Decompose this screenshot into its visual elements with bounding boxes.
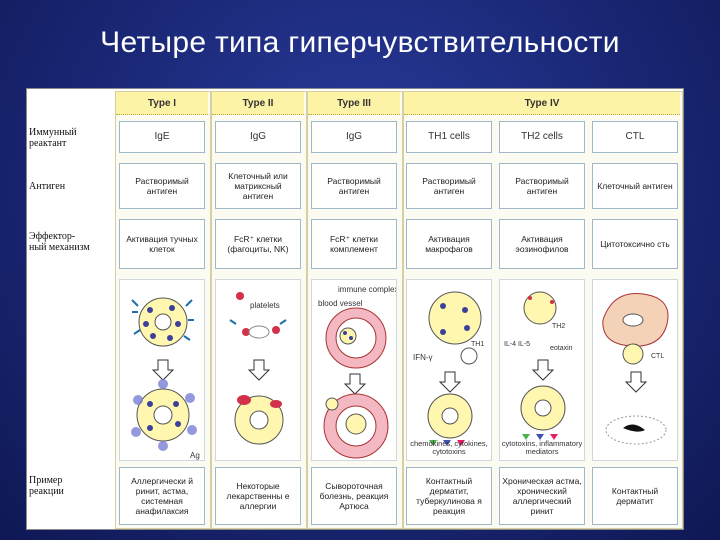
platelet-illustration: platelets xyxy=(229,292,287,445)
effector-type-3: FcR⁺ клетки комплемент xyxy=(311,219,397,269)
example-type-1: Аллергически й ринит, астма, системная а… xyxy=(119,467,205,525)
ctl-illustration: CTL xyxy=(602,293,669,445)
header-type-4: Type IV xyxy=(404,92,680,115)
example-type-2: Некоторые лекарственны е аллергии xyxy=(215,467,301,525)
reactant-ctl: CTL xyxy=(592,121,678,153)
effector-type-1: Активация тучных клеток xyxy=(119,219,205,269)
example-th2: Хроническая астма, хронический аллергиче… xyxy=(499,467,585,525)
row-label-example: Пример реакции xyxy=(29,475,64,497)
row-label-reactant: Иммунный реактант xyxy=(29,127,77,149)
example-th1: Контактный дерматит, туберкулинова я реа… xyxy=(406,467,492,525)
eosinophil-illustration: TH2 IL-4 IL-5 eotaxin xyxy=(504,291,573,440)
il-label: IL-4 IL-5 xyxy=(504,341,530,348)
chemokines-caption: chemokines, cytokines, cytotoxins xyxy=(410,439,488,456)
illustration-type-3: immune complex blood vessel xyxy=(311,279,397,461)
immune-complex-illustration: immune complex blood vessel xyxy=(318,285,397,459)
th1-label: TH1 xyxy=(471,341,484,348)
row-label-antigen: Антиген xyxy=(29,181,66,192)
reactant-type-1: IgE xyxy=(119,121,205,153)
header-type-1: Type I xyxy=(116,92,208,115)
ag-label: Ag xyxy=(190,451,200,460)
example-type-3: Сывороточная болезнь, реакция Артюса xyxy=(311,467,397,525)
cytotoxins-caption: cytotoxins, inflammatory mediators xyxy=(501,439,583,456)
illustration-th1: IFN-γ TH1 xyxy=(406,279,492,461)
mast-cell-illustration: Ag xyxy=(131,297,200,460)
illustration-type-2: platelets xyxy=(215,279,301,461)
illustration-type-1: Ag xyxy=(119,279,205,461)
effector-type-2: FcR⁺ клетки (фагоциты, NK) xyxy=(215,219,301,269)
illustration-th2: TH2 IL-4 IL-5 eotaxin xyxy=(499,279,585,461)
blood-vessel-label: blood vessel xyxy=(318,299,363,308)
reactant-type-3: IgG xyxy=(311,121,397,153)
platelets-label: platelets xyxy=(250,301,280,310)
ctl-label: CTL xyxy=(651,353,664,360)
effector-th2: Активация эозинофилов xyxy=(499,219,585,269)
hypersensitivity-table: Type I Type II Type III Type IV Иммунный… xyxy=(26,88,684,530)
antigen-th2: Растворимый антиген xyxy=(499,163,585,209)
reactant-th1: TH1 cells xyxy=(406,121,492,153)
illustration-ctl: CTL xyxy=(592,279,678,461)
reactant-type-2: IgG xyxy=(215,121,301,153)
antigen-th1: Растворимый антиген xyxy=(406,163,492,209)
ifn-label: IFN-γ xyxy=(413,353,433,362)
antigen-type-2: Клеточный или матриксный антиген xyxy=(215,163,301,209)
slide-title: Четыре типа гиперчувствительности xyxy=(100,26,620,59)
antigen-type-3: Растворимый антиген xyxy=(311,163,397,209)
effector-th1: Активация макрофагов xyxy=(406,219,492,269)
th2-label: TH2 xyxy=(552,323,565,330)
header-type-3: Type III xyxy=(308,92,400,115)
macrophage-illustration: IFN-γ TH1 xyxy=(413,291,484,446)
header-type-2: Type II xyxy=(212,92,304,115)
eotaxin-label: eotaxin xyxy=(550,345,573,352)
example-ctl: Контактный дерматит xyxy=(592,467,678,525)
antigen-ctl: Клеточный антиген xyxy=(592,163,678,209)
row-label-effector: Эффектор-ный механизм xyxy=(29,231,90,253)
immune-complex-label: immune complex xyxy=(338,285,397,294)
reactant-th2: TH2 cells xyxy=(499,121,585,153)
effector-ctl: Цитотоксично сть xyxy=(592,219,678,269)
antigen-type-1: Растворимый антиген xyxy=(119,163,205,209)
